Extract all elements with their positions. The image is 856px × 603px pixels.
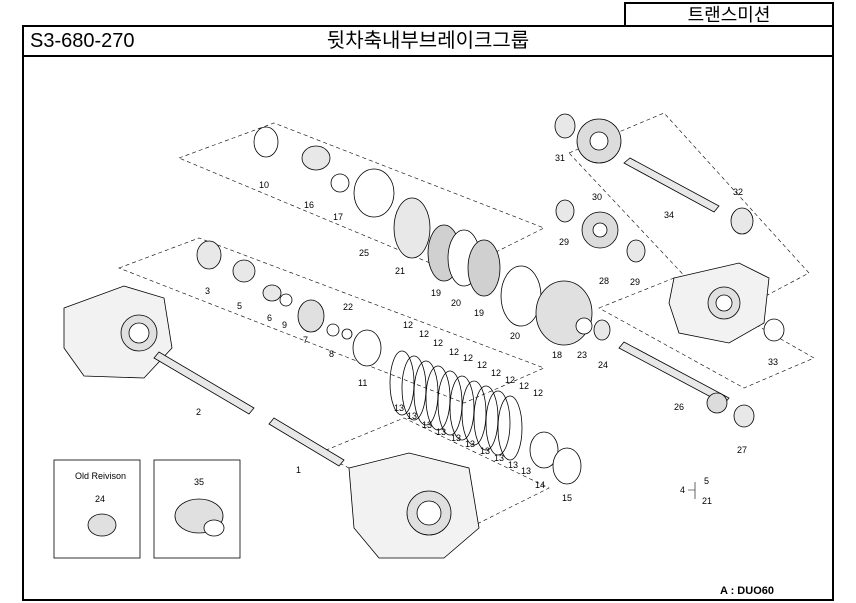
part-label: 14: [535, 480, 545, 490]
part-label: 13: [394, 403, 404, 413]
part-code: S3-680-270: [30, 30, 135, 52]
legend-child-a: 5: [704, 476, 709, 486]
part-label: 12: [505, 375, 515, 385]
part-label: 12: [463, 353, 473, 363]
part-label: 33: [768, 357, 778, 367]
rings-and-plates: [196, 113, 785, 485]
model-label: A : DUO60: [720, 585, 774, 597]
assembly-legend: 4 5 21: [680, 476, 712, 506]
part-label: 13: [451, 433, 461, 443]
part-label: 13: [436, 427, 446, 437]
inset-new-part: 35: [153, 459, 241, 559]
part-label: 12: [419, 329, 429, 339]
part-label: 17: [333, 212, 343, 222]
part-label: 7: [303, 335, 308, 345]
part-label: 6: [267, 313, 272, 323]
housing-right: [668, 262, 770, 344]
part-label: 22: [343, 302, 353, 312]
category-label: 트랜스미션: [624, 2, 834, 26]
part-label: 13: [407, 411, 417, 421]
part-label: 31: [555, 153, 565, 163]
part-label: 24: [598, 360, 608, 370]
exploded-parts-diagram: 10 16 17 25 21 19 20 19 20 18 23 24 31 3…: [53, 112, 815, 559]
part-label: 28: [599, 276, 609, 286]
part-label: 27: [737, 445, 747, 455]
part-label: 13: [508, 460, 518, 470]
part-label: 13: [521, 466, 531, 476]
legend-parent: 4: [680, 485, 685, 495]
part-label: 12: [519, 381, 529, 391]
part-label: 9: [282, 320, 287, 330]
part-label: 16: [304, 200, 314, 210]
part-label: 12: [449, 347, 459, 357]
part-label: 21: [395, 266, 405, 276]
part-label: 29: [630, 277, 640, 287]
part-label: 13: [465, 439, 475, 449]
part-label: 11: [358, 378, 367, 388]
part-label: 20: [451, 298, 461, 308]
part-label: 1: [296, 465, 301, 475]
part-label: 15: [562, 493, 572, 503]
part-label: 34: [664, 210, 674, 220]
new-part-number: 35: [194, 477, 204, 487]
part-label: 8: [329, 349, 334, 359]
part-label: 23: [577, 350, 587, 360]
clutch-disc-pack: [389, 350, 523, 461]
part-label: 12: [491, 368, 501, 378]
part-label: 12: [403, 320, 413, 330]
inset-old-revision: Old Reivison 24: [53, 459, 141, 559]
part-label: 5: [237, 301, 242, 311]
part-label: 3: [205, 286, 210, 296]
shafts: [153, 157, 730, 467]
part-label: 13: [422, 420, 432, 430]
group-title: 뒷차축내부브레이크그룹: [326, 30, 530, 52]
part-label: 19: [431, 288, 441, 298]
part-label: 32: [733, 187, 743, 197]
header-row: S3-680-270 뒷차축내부브레이크그룹: [22, 25, 834, 57]
part-label: 18: [552, 350, 562, 360]
housing-bottom: [348, 452, 480, 559]
old-revision-label: Old Reivison: [75, 471, 126, 481]
old-revision-part-number: 24: [95, 494, 105, 504]
part-label: 12: [477, 360, 487, 370]
part-label: 2: [196, 407, 201, 417]
part-label: 30: [592, 192, 602, 202]
part-label: 10: [259, 180, 269, 190]
assembly-guide-lines: [118, 112, 815, 529]
part-number-labels: 10 16 17 25 21 19 20 19 20 18 23 24 31 3…: [196, 153, 778, 503]
part-label: 13: [480, 446, 490, 456]
part-label: 12: [433, 338, 443, 348]
part-label: 26: [674, 402, 684, 412]
category-text: 트랜스미션: [687, 5, 771, 25]
part-label: 29: [559, 237, 569, 247]
part-label: 25: [359, 248, 369, 258]
legend-child-b: 21: [702, 496, 712, 506]
part-label: 20: [510, 331, 520, 341]
gears: [576, 118, 728, 414]
part-label: 19: [474, 308, 484, 318]
housing-left: [63, 285, 173, 379]
part-label: 12: [533, 388, 543, 398]
part-label: 13: [494, 453, 504, 463]
